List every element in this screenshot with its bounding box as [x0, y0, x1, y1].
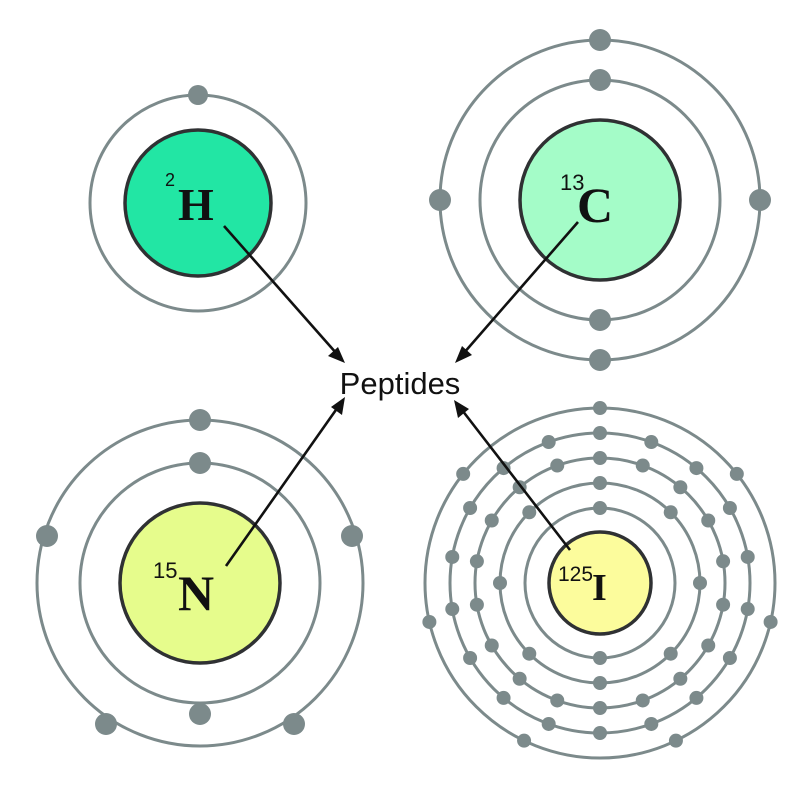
iodine-electron: [644, 435, 659, 450]
iodine-electron: [593, 451, 607, 465]
iodine-electron: [716, 597, 731, 612]
carbon-electron: [429, 189, 451, 211]
iodine-electron: [593, 476, 607, 490]
iodine-electron: [469, 554, 484, 569]
arrowhead: [455, 346, 472, 363]
iodine-electron: [469, 597, 484, 612]
iodine-electron: [593, 501, 607, 515]
carbon-electron: [589, 349, 611, 371]
iodine-electron: [593, 726, 607, 740]
arrow-hydrogen-to-peptides: [223, 225, 338, 355]
iodine-electron: [463, 651, 478, 665]
carbon-mass-number: 13: [560, 170, 584, 195]
iodine-electron: [541, 716, 556, 731]
carbon-nucleus: [518, 118, 682, 282]
nitrogen-electron: [341, 525, 363, 547]
peptides-label: Peptides: [340, 366, 461, 401]
iodine-electron: [522, 505, 537, 520]
iodine-electron: [729, 466, 744, 481]
iodine-electron: [445, 549, 460, 564]
iodine-electron: [668, 733, 683, 748]
iodine-electron: [689, 690, 704, 705]
iodine-electron: [496, 461, 511, 476]
nitrogen-symbol: N: [178, 565, 214, 621]
arrows: [223, 221, 579, 567]
iodine-electron: [463, 501, 478, 515]
iodine-electron: [635, 693, 650, 708]
iodine-electron: [593, 426, 607, 440]
iodine-electron: [644, 716, 659, 731]
iodine-mass-number: 125: [558, 563, 593, 586]
iodine-electron: [701, 638, 716, 653]
iodine-electron: [663, 646, 678, 661]
iodine-electron: [763, 614, 778, 629]
iodine-electron: [517, 733, 532, 748]
iodine-electron: [456, 466, 471, 481]
iodine-electron: [493, 576, 507, 590]
iodine-symbol: I: [592, 567, 607, 609]
carbon-electron: [749, 189, 771, 211]
carbon-symbol: C: [577, 177, 613, 233]
carbon-electron: [589, 69, 611, 91]
hydrogen-mass-number: 2: [165, 170, 175, 190]
nitrogen-electron: [283, 713, 305, 735]
iodine-electron-shells: [422, 401, 778, 760]
iodine-electron: [522, 646, 537, 661]
arrowhead: [328, 347, 345, 363]
nitrogen-electron: [95, 713, 117, 735]
iodine-electron: [593, 651, 607, 665]
iodine-electron: [673, 480, 688, 495]
iodine-electron: [722, 501, 737, 515]
atom-iodine: 125 I: [422, 401, 778, 760]
iodine-electron: [740, 549, 755, 564]
carbon-electron: [589, 309, 611, 331]
iodine-nucleus: [547, 530, 653, 636]
arrowhead: [454, 400, 469, 418]
nitrogen-electron: [36, 525, 58, 547]
iodine-electron: [693, 576, 707, 590]
arrow-carbon-to-peptides: [462, 221, 579, 355]
iodine-electron: [593, 401, 607, 415]
iodine-electron: [541, 435, 556, 450]
iodine-electron: [740, 602, 755, 617]
nitrogen-electron: [189, 452, 211, 474]
nitrogen-electron: [189, 703, 211, 725]
iodine-electron: [593, 701, 607, 715]
iodine-electron: [496, 690, 511, 705]
nitrogen-mass-number: 15: [153, 558, 177, 583]
atom-carbon: 13 C: [429, 29, 771, 371]
nitrogen-nucleus: [118, 501, 282, 665]
iodine-electron: [701, 513, 716, 528]
nitrogen-electron: [189, 409, 211, 431]
iodine-electron: [635, 458, 650, 473]
hydrogen-symbol: H: [178, 179, 214, 230]
atom-nitrogen: 15 N: [35, 409, 365, 748]
iodine-electron: [663, 505, 678, 520]
iodine-electron: [484, 638, 499, 653]
iodine-electron: [512, 671, 527, 686]
iodine-electron: [484, 513, 499, 528]
iodine-electron: [422, 614, 437, 629]
iodine-electron: [673, 671, 688, 686]
iodine-electron: [445, 602, 460, 617]
iodine-electron: [593, 676, 607, 690]
iodine-electron: [550, 693, 565, 708]
iodine-electron: [550, 458, 565, 473]
arrow-iodine-to-peptides: [460, 409, 572, 551]
carbon-electron: [589, 29, 611, 51]
iodine-electron: [689, 461, 704, 476]
atom-hydrogen: 2 H: [88, 85, 308, 313]
iodine-electron: [722, 651, 737, 665]
hydrogen-electron: [188, 85, 208, 105]
iodine-electron: [716, 554, 731, 569]
arrowhead: [331, 397, 345, 415]
arrow-nitrogen-to-peptides: [224, 406, 340, 567]
